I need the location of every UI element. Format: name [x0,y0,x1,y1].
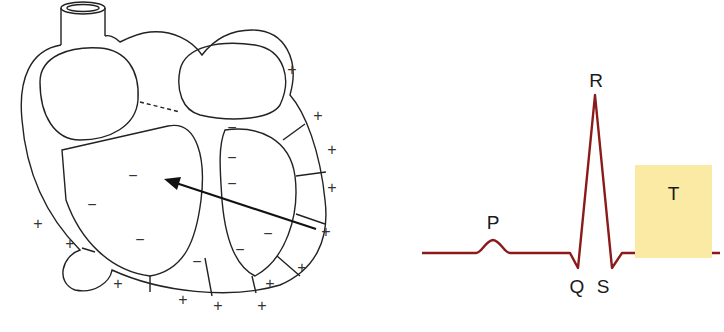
wave-label: R [589,71,603,90]
aorta-opening [61,2,105,14]
charge-sign: − [263,226,272,242]
aorta-lumen [67,5,99,12]
charge-sign: − [128,168,137,184]
charge-sign: + [178,292,187,308]
charge-sign: + [327,180,336,196]
charge-sign: + [313,108,322,124]
aorta-wall [61,8,105,45]
atrial-border [140,102,180,112]
wave-label: T [635,184,712,203]
charge-sign: − [227,176,236,192]
wave-label: S [597,277,610,296]
charge-sign: − [227,150,236,166]
depolarization-arrow [164,177,316,229]
charge-sign: − [87,197,96,213]
wave-label: P [487,213,500,232]
charge-sign: + [213,298,222,314]
charge-sign: − [192,254,201,270]
left-ventricle [220,129,296,276]
right-atrium [40,48,138,140]
wall-segments [82,124,326,296]
charge-sign: + [287,62,296,78]
left-atrium [179,43,286,119]
heart-outline [21,30,326,293]
charge-sign: − [135,232,144,248]
charge-sign: − [235,242,244,258]
highlight-box: T [635,165,712,258]
charge-sign: + [297,260,306,276]
ecg-trace [422,95,720,268]
charge-sign: + [327,142,336,158]
right-ventricle [62,125,202,276]
charge-sign: − [227,120,236,136]
charge-sign: + [33,216,42,232]
charge-sign: + [265,276,274,292]
charge-sign: + [257,298,266,314]
charge-sign: + [113,276,122,292]
charge-sign: + [65,236,74,252]
wave-label: Q [570,277,585,296]
charge-sign: + [321,224,330,240]
